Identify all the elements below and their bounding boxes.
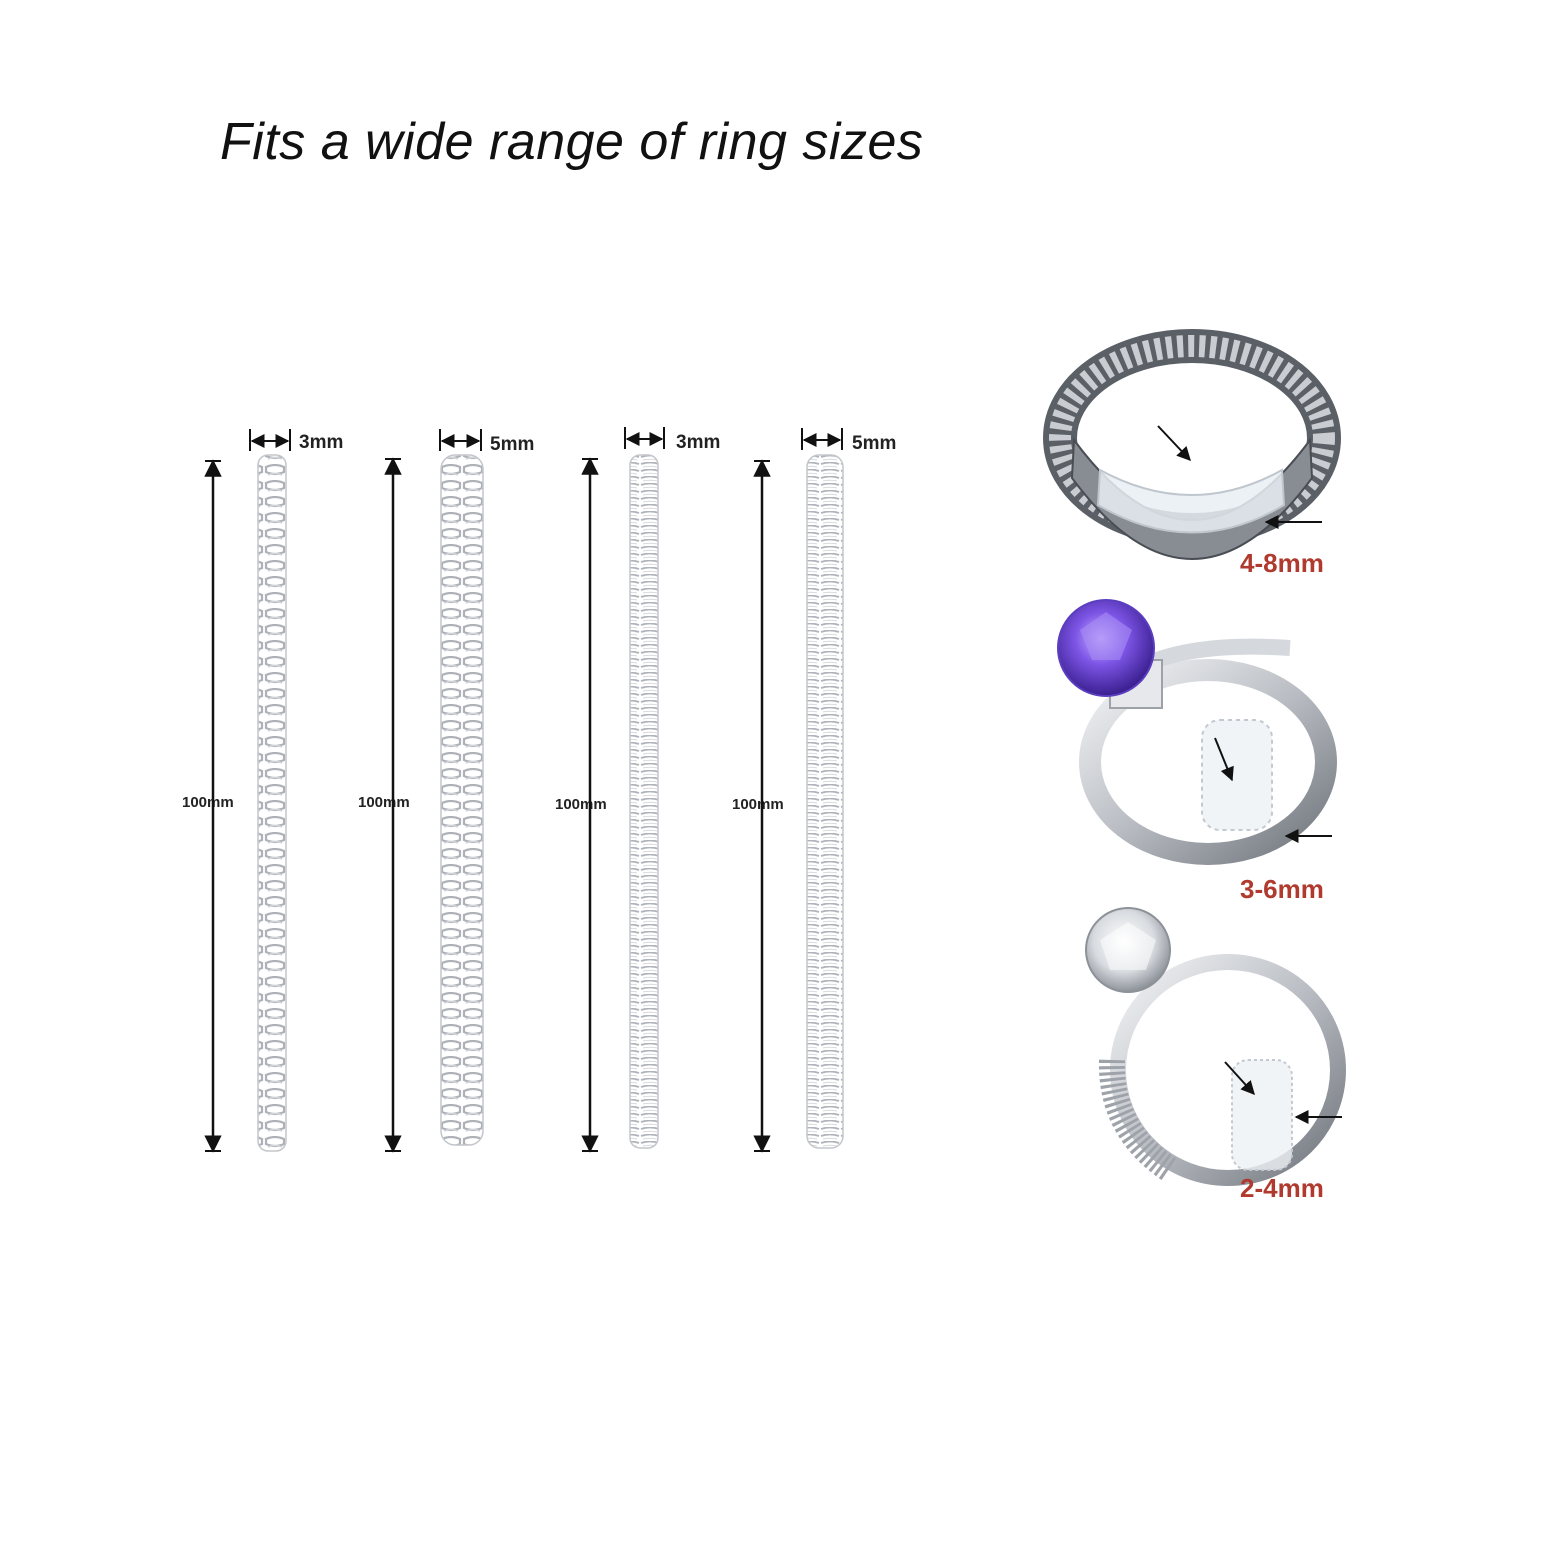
adjuster-1	[204, 429, 291, 1153]
adjuster-3-width-label: 3mm	[676, 432, 721, 453]
headline: Fits a wide range of ring sizes	[220, 113, 924, 171]
ring-2-band-label: 3-6mm	[1240, 874, 1324, 904]
ring-1-band-label: 4-8mm	[1240, 548, 1324, 578]
wide-band-ring-icon	[1043, 329, 1341, 560]
adjuster-3	[581, 427, 665, 1153]
adjuster-4	[753, 428, 844, 1153]
ring-3-band-label: 2-4mm	[1240, 1173, 1324, 1203]
diamond-pave-ring-icon	[1085, 907, 1346, 1186]
adjuster-4-width-label: 5mm	[852, 433, 897, 454]
adjuster-1-width-label: 3mm	[299, 432, 344, 453]
adjuster-2	[384, 429, 484, 1153]
adjuster-2-width-label: 5mm	[490, 434, 535, 455]
amethyst-solitaire-ring-icon	[1057, 599, 1337, 865]
